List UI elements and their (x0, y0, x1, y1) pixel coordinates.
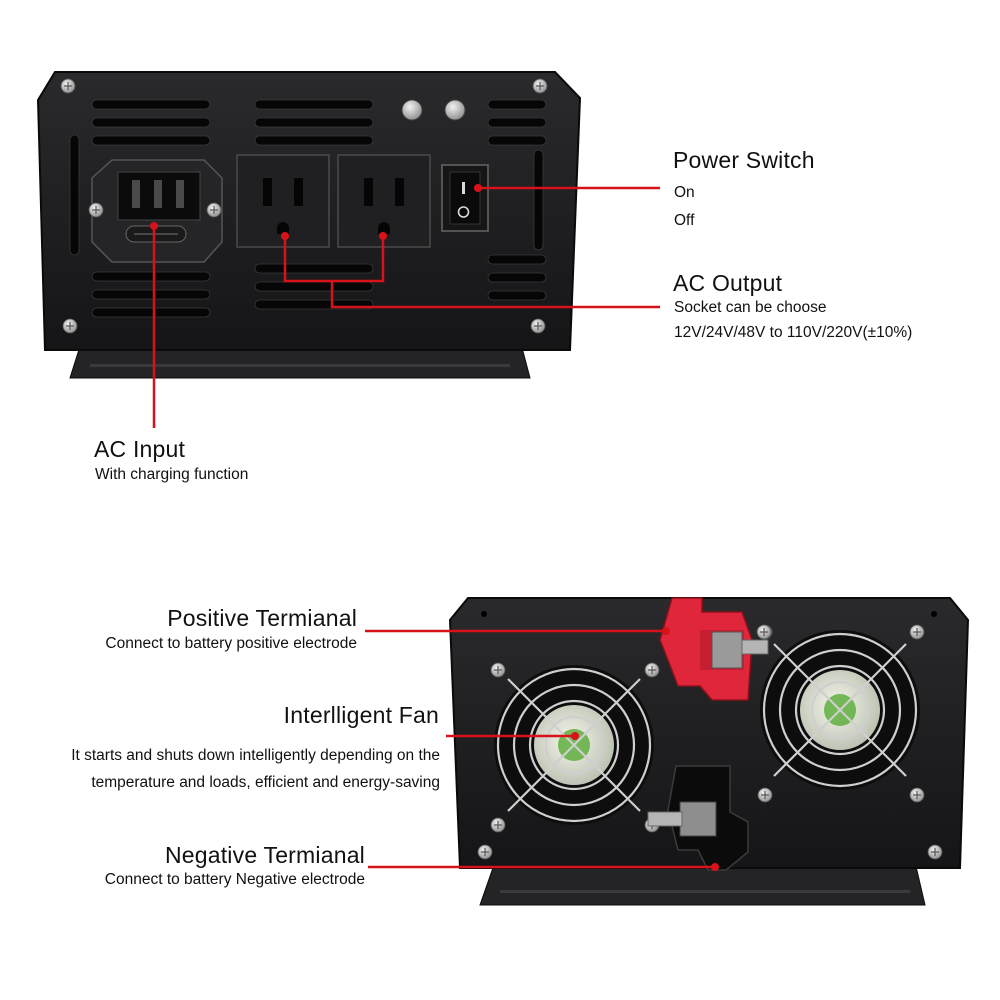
negative-terminal-sub: Connect to battery Negative electrode (104, 871, 365, 888)
fan-title: Interlligent Fan (283, 702, 439, 728)
power-switch-title: Power Switch (673, 147, 815, 173)
ac-input-title: AC Input (94, 436, 186, 462)
top-vent-slots (69, 99, 547, 318)
right-cooling-fan (757, 624, 925, 803)
power-switch-off-label: Off (674, 212, 695, 229)
ac-output-line2: 12V/24V/48V to 110V/220V(±10%) (674, 324, 913, 341)
negative-terminal (647, 765, 749, 871)
negative-terminal-title: Negative Termianal (164, 842, 365, 868)
bottom-inverter-panel (448, 597, 970, 906)
power-switch-on-label: On (674, 184, 695, 201)
left-cooling-fan (490, 662, 660, 833)
top-leader-lines (152, 186, 660, 428)
ac-input-socket (88, 159, 223, 263)
ac-output-line1: Socket can be choose (674, 299, 827, 316)
fan-line2: temperature and loads, efficient and ene… (91, 774, 440, 791)
positive-terminal-sub: Connect to battery positive electrode (105, 635, 357, 652)
bottom-leader-lines (365, 629, 715, 869)
ac-output-title: AC Output (673, 270, 783, 296)
ac-output-sockets (236, 154, 431, 248)
top-inverter-panel (36, 71, 582, 379)
ac-input-sub: With charging function (95, 466, 249, 483)
fan-line1: It starts and shuts down intelligently d… (71, 747, 440, 764)
power-switch (441, 164, 489, 232)
positive-terminal-title: Positive Termianal (167, 605, 357, 631)
positive-terminal (659, 597, 772, 701)
